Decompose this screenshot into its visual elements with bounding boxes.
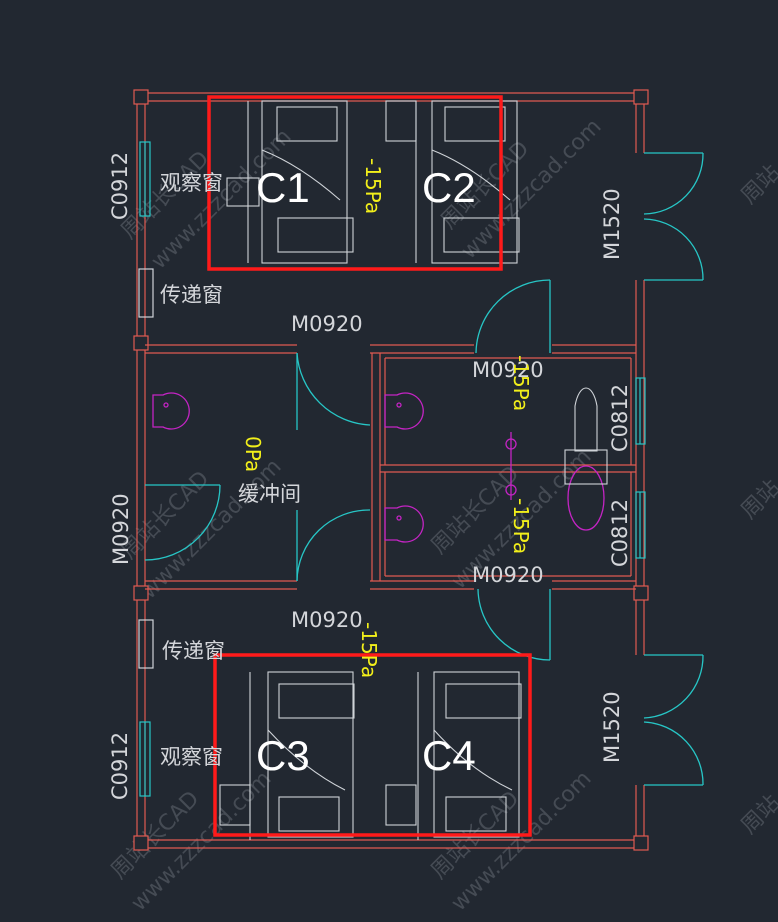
highlight-boxes [207,95,532,837]
room-labels: C1 C2 C3 C4 [256,164,476,779]
toilet-icon [574,387,598,452]
observe-window-label-bottom: 观察窗 [160,745,223,769]
window-code-left-bottom: C0912 [108,732,132,800]
window-code-left-top: C0912 [108,152,132,220]
door-code-wc-top: M0920 [472,358,544,382]
toilet-icon [567,465,605,531]
pass-window-label-top: 传递窗 [160,283,223,307]
room-label-c2: C2 [422,164,476,211]
area-labels: 观察窗 传递窗 缓冲间 传递窗 观察窗 [160,171,301,769]
sink-icon [384,392,424,430]
door-code-left-buffer: M0920 [109,493,133,565]
window-codes: C0912 C0912 C0812 C0812 [108,152,632,800]
observe-window-label-top: 观察窗 [160,171,223,195]
walls [133,89,649,851]
fixtures [152,387,608,543]
window-code-wc-bottom: C0812 [608,499,632,567]
pressure-wc-top: -15Pa [509,355,533,411]
buffer-room-label: 缓冲间 [238,482,301,506]
room-label-c4: C4 [422,732,476,779]
pressure-top: -15Pa [361,158,385,214]
room-label-c3: C3 [256,732,310,779]
pass-window-label-bottom: 传递窗 [162,639,225,663]
window-code-wc-top: C0812 [608,384,632,452]
pass-window-top [138,268,154,318]
sink-icon [152,392,190,430]
door-code-wc-bottom: M0920 [472,563,544,587]
windows [138,141,646,797]
pressure-wc-bottom: -15Pa [509,498,533,554]
doors [144,152,704,786]
sink-icon [384,505,424,543]
pressure-buffer: 0Pa [241,436,265,472]
watermark-mark: 周站 [737,790,778,839]
door-code-right-bottom: M1520 [600,691,624,763]
highlight-top [207,95,503,271]
door-codes: M0920 M0920 M0920 M0920 M0920 M1520 M152… [109,188,624,763]
pressure-bottom: -15Pa [357,622,381,678]
pass-window-bottom [138,619,154,669]
pressure-labels: -15Pa -15Pa 0Pa -15Pa -15Pa [241,158,533,678]
door-code-top-corridor: M0920 [291,312,363,336]
highlight-bottom [213,653,532,837]
watermark-mark: 周站 [737,475,778,524]
watermark-mark: 周站 [737,160,778,209]
door-code-right-top: M1520 [600,188,624,260]
room-label-c1: C1 [256,164,310,211]
door-code-bottom-corridor: M0920 [291,608,363,632]
